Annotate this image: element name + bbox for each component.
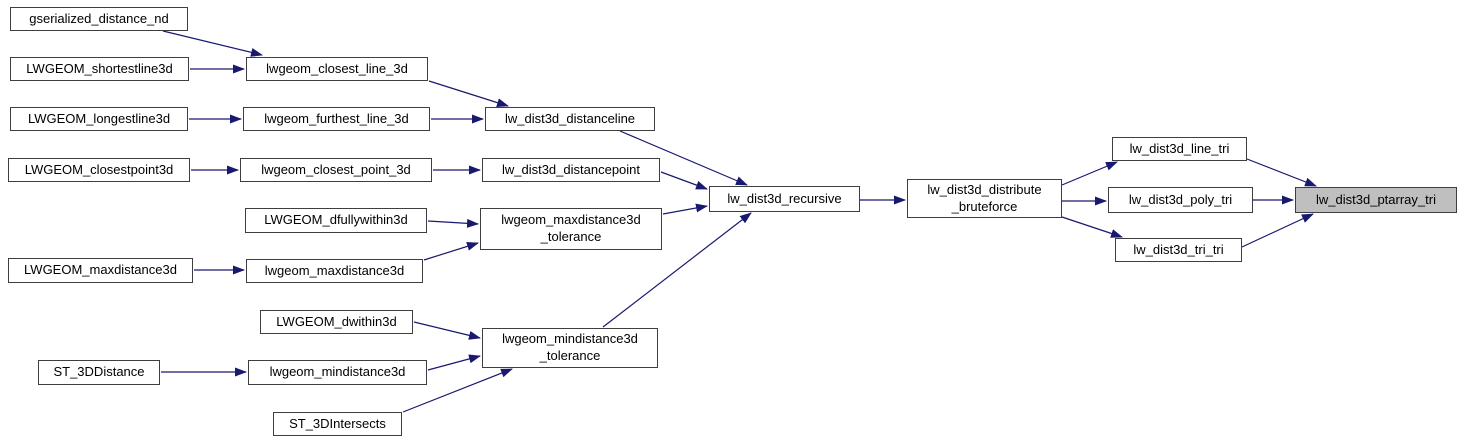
edge-lw_dist3d_distribute_bruteforce--lw_dist3d_line_tri: [1061, 161, 1118, 186]
node-lw_dist3d_ptarray_tri: lw_dist3d_ptarray_tri: [1295, 187, 1457, 213]
edge-lw_dist3d_distanceline--lw_dist3d_recursive: [619, 130, 748, 186]
node-lwgeom_maxdistance3d[interactable]: lwgeom_maxdistance3d: [246, 259, 423, 283]
node-label: lw_dist3d_line_tri: [1129, 140, 1230, 156]
edge-lwgeom_mindistance3d_tolerance--lw_dist3d_recursive: [602, 212, 752, 328]
node-lw_dist3d_tri_tri[interactable]: lw_dist3d_tri_tri: [1115, 238, 1242, 262]
node-label: LWGEOM_dwithin3d: [276, 313, 397, 329]
edge-gserialized_distance_nd--lwgeom_closest_line_3d: [162, 30, 263, 57]
node-label: LWGEOM_maxdistance3d: [24, 262, 177, 278]
node-label: lw_dist3d_ptarray_tri: [1316, 191, 1436, 207]
node-label: lw_dist3d_distribute _bruteforce: [927, 181, 1042, 214]
edge-LWGEOM_dfullywithin3d--lwgeom_maxdistance3d_tolerance: [427, 218, 479, 228]
edge-lw_dist3d_tri_tri--lw_dist3d_ptarray_tri: [1241, 213, 1314, 248]
node-ST_3DIntersects[interactable]: ST_3DIntersects: [273, 412, 402, 436]
node-LWGEOM_dwithin3d[interactable]: LWGEOM_dwithin3d: [260, 310, 413, 334]
node-label: lwgeom_closest_point_3d: [261, 161, 411, 177]
node-label: lw_dist3d_tri_tri: [1133, 241, 1224, 257]
node-label: lw_dist3d_recursive: [727, 190, 842, 206]
node-lw_dist3d_line_tri[interactable]: lw_dist3d_line_tri: [1112, 137, 1247, 161]
edge-LWGEOM_dwithin3d--lwgeom_mindistance3d_tolerance: [413, 321, 481, 340]
node-lwgeom_closest_point_3d[interactable]: lwgeom_closest_point_3d: [240, 158, 432, 182]
edge-lw_dist3d_distribute_bruteforce--lw_dist3d_tri_tri: [1061, 216, 1123, 238]
node-lwgeom_maxdistance3d_tolerance[interactable]: lwgeom_maxdistance3d _tolerance: [480, 208, 662, 250]
node-lw_dist3d_distribute_bruteforce[interactable]: lw_dist3d_distribute _bruteforce: [907, 179, 1062, 218]
node-LWGEOM_shortestline3d[interactable]: LWGEOM_shortestline3d: [10, 57, 189, 81]
node-label: lwgeom_maxdistance3d _tolerance: [501, 212, 641, 244]
node-lw_dist3d_recursive[interactable]: lw_dist3d_recursive: [709, 186, 860, 212]
node-label: lw_dist3d_poly_tri: [1128, 191, 1233, 207]
edge-lwgeom_mindistance3d--lwgeom_mindistance3d_tolerance: [427, 354, 481, 371]
edge-lwgeom_maxdistance3d_tolerance--lw_dist3d_recursive: [662, 203, 708, 215]
node-label: lwgeom_maxdistance3d: [264, 262, 405, 278]
node-label: lwgeom_closest_line_3d: [266, 60, 408, 76]
node-lwgeom_mindistance3d[interactable]: lwgeom_mindistance3d: [248, 360, 427, 385]
edge-lwgeom_maxdistance3d--lwgeom_maxdistance3d_tolerance: [423, 242, 479, 261]
node-lw_dist3d_poly_tri[interactable]: lw_dist3d_poly_tri: [1108, 187, 1253, 213]
edge-lw_dist3d_distancepoint--lw_dist3d_recursive: [660, 171, 708, 190]
node-lwgeom_closest_line_3d[interactable]: lwgeom_closest_line_3d: [246, 57, 428, 81]
node-label: lw_dist3d_distanceline: [504, 110, 636, 126]
node-label: LWGEOM_dfullywithin3d: [264, 212, 408, 228]
node-LWGEOM_maxdistance3d[interactable]: LWGEOM_maxdistance3d: [8, 258, 193, 283]
node-label: lwgeom_mindistance3d _tolerance: [502, 331, 638, 363]
node-label: LWGEOM_shortestline3d: [26, 60, 173, 76]
node-lw_dist3d_distancepoint[interactable]: lw_dist3d_distancepoint: [482, 158, 660, 182]
node-lw_dist3d_distanceline[interactable]: lw_dist3d_distanceline: [485, 107, 655, 131]
node-lwgeom_furthest_line_3d[interactable]: lwgeom_furthest_line_3d: [243, 107, 430, 131]
node-label: gserialized_distance_nd: [29, 10, 169, 26]
node-LWGEOM_longestline3d[interactable]: LWGEOM_longestline3d: [10, 107, 188, 131]
node-label: lwgeom_furthest_line_3d: [264, 110, 409, 126]
edge-lw_dist3d_line_tri--lw_dist3d_ptarray_tri: [1246, 158, 1317, 187]
node-ST_3DDistance[interactable]: ST_3DDistance: [38, 360, 160, 385]
edge-lwgeom_closest_line_3d--lw_dist3d_distanceline: [428, 80, 509, 107]
node-label: lwgeom_mindistance3d: [269, 364, 406, 380]
node-lwgeom_mindistance3d_tolerance[interactable]: lwgeom_mindistance3d _tolerance: [482, 328, 658, 368]
node-label: ST_3DIntersects: [289, 415, 386, 431]
node-LWGEOM_dfullywithin3d[interactable]: LWGEOM_dfullywithin3d: [245, 208, 427, 233]
node-label: ST_3DDistance: [53, 364, 145, 380]
edge-ST_3DIntersects--lwgeom_mindistance3d_tolerance: [402, 368, 513, 413]
node-label: LWGEOM_closestpoint3d: [24, 161, 174, 177]
node-gserialized_distance_nd[interactable]: gserialized_distance_nd: [10, 7, 188, 31]
node-label: LWGEOM_longestline3d: [27, 110, 171, 126]
node-LWGEOM_closestpoint3d[interactable]: LWGEOM_closestpoint3d: [8, 158, 190, 182]
node-label: lw_dist3d_distancepoint: [501, 161, 641, 177]
